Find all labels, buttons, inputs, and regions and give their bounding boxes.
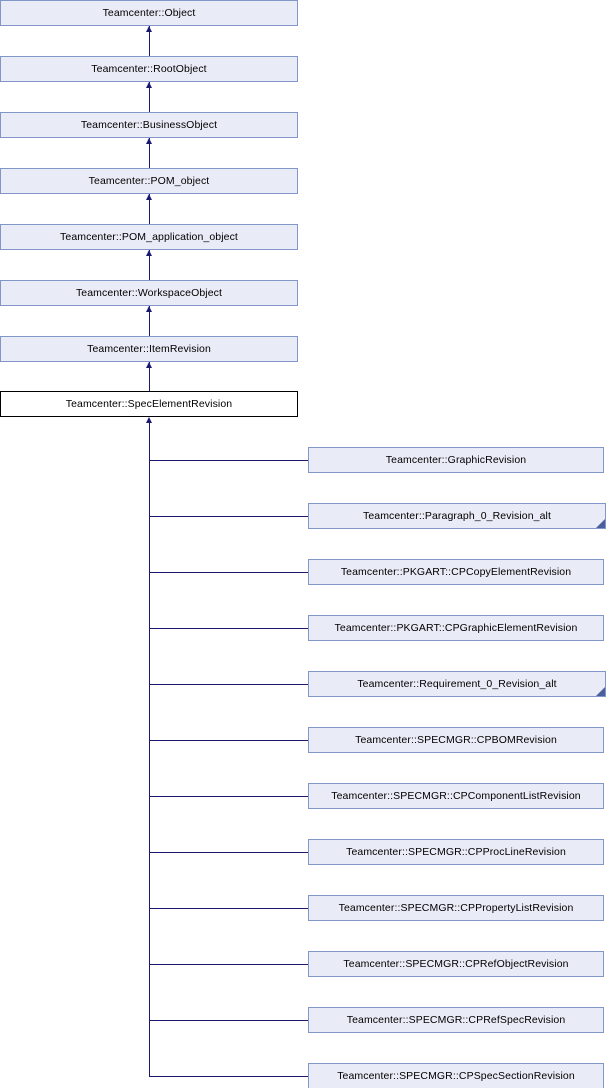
edge-rootobject-businessobject bbox=[149, 82, 150, 112]
arrowhead-icon bbox=[146, 26, 152, 32]
edge-pomobject-pomapplicationobject bbox=[149, 194, 150, 224]
edge-branch-cprefspecrevision bbox=[149, 1020, 308, 1021]
arrowhead-icon bbox=[146, 194, 152, 200]
edge-branch-cppropertylistrevision bbox=[149, 908, 308, 909]
edge-branch-cpcopyelementrevision bbox=[149, 572, 308, 573]
class-node-requirement-0-revision-alt[interactable]: Teamcenter::Requirement_0_Revision_alt bbox=[308, 671, 606, 697]
class-node-cpgraphicelementrevision[interactable]: Teamcenter::PKGART::CPGraphicElementRevi… bbox=[308, 615, 604, 641]
class-node-cpbomrevision[interactable]: Teamcenter::SPECMGR::CPBOMRevision bbox=[308, 727, 604, 753]
edge-branch-cpgraphicelementrevision bbox=[149, 628, 308, 629]
edge-branch-requirement-0-revision-alt bbox=[149, 684, 308, 685]
class-node-businessobject[interactable]: Teamcenter::BusinessObject bbox=[0, 112, 298, 138]
edge-branch-paragraph-0-revision-alt bbox=[149, 516, 308, 517]
class-node-workspaceobject[interactable]: Teamcenter::WorkspaceObject bbox=[0, 280, 298, 306]
edge-branch-cpbomrevision bbox=[149, 740, 308, 741]
class-node-specelementrevision-current[interactable]: Teamcenter::SpecElementRevision bbox=[0, 391, 298, 417]
arrowhead-icon bbox=[146, 82, 152, 88]
class-node-cprefobjectrevision[interactable]: Teamcenter::SPECMGR::CPRefObjectRevision bbox=[308, 951, 604, 977]
class-node-itemrevision[interactable]: Teamcenter::ItemRevision bbox=[0, 336, 298, 362]
edge-trunk-descendants bbox=[149, 423, 150, 1076]
class-node-cppropertylistrevision[interactable]: Teamcenter::SPECMGR::CPPropertyListRevis… bbox=[308, 895, 604, 921]
edge-itemrevision-specelementrevision bbox=[149, 362, 150, 391]
class-node-object[interactable]: Teamcenter::Object bbox=[0, 0, 298, 26]
arrowhead-icon bbox=[146, 138, 152, 144]
class-node-paragraph-0-revision-alt[interactable]: Teamcenter::Paragraph_0_Revision_alt bbox=[308, 503, 606, 529]
edge-branch-cpproclinerevision bbox=[149, 852, 308, 853]
arrowhead-icon bbox=[146, 306, 152, 312]
class-node-cprefspecrevision[interactable]: Teamcenter::SPECMGR::CPRefSpecRevision bbox=[308, 1007, 604, 1033]
edge-businessobject-pomobject bbox=[149, 138, 150, 168]
class-node-graphicrevision[interactable]: Teamcenter::GraphicRevision bbox=[308, 447, 604, 473]
arrowhead-icon bbox=[146, 250, 152, 256]
class-node-cpcomponentlistrevision[interactable]: Teamcenter::SPECMGR::CPComponentListRevi… bbox=[308, 783, 604, 809]
class-node-rootobject[interactable]: Teamcenter::RootObject bbox=[0, 56, 298, 82]
class-node-cpproclinerevision[interactable]: Teamcenter::SPECMGR::CPProcLineRevision bbox=[308, 839, 604, 865]
edge-branch-graphicrevision bbox=[149, 460, 308, 461]
class-node-cpspecsectionrevision[interactable]: Teamcenter::SPECMGR::CPSpecSectionRevisi… bbox=[308, 1063, 604, 1088]
arrowhead-icon bbox=[146, 362, 152, 368]
edge-branch-cprefobjectrevision bbox=[149, 964, 308, 965]
edge-object-rootobject bbox=[149, 26, 150, 56]
edge-branch-cpspecsectionrevision bbox=[149, 1076, 308, 1077]
class-node-cpcopyelementrevision[interactable]: Teamcenter::PKGART::CPCopyElementRevisio… bbox=[308, 559, 604, 585]
edge-pomapplicationobject-workspaceobject bbox=[149, 250, 150, 280]
edge-branch-cpcomponentlistrevision bbox=[149, 796, 308, 797]
arrowhead-icon bbox=[146, 417, 152, 423]
class-node-pom-object[interactable]: Teamcenter::POM_object bbox=[0, 168, 298, 194]
class-node-pom-application-object[interactable]: Teamcenter::POM_application_object bbox=[0, 224, 298, 250]
edge-workspaceobject-itemrevision bbox=[149, 306, 150, 336]
